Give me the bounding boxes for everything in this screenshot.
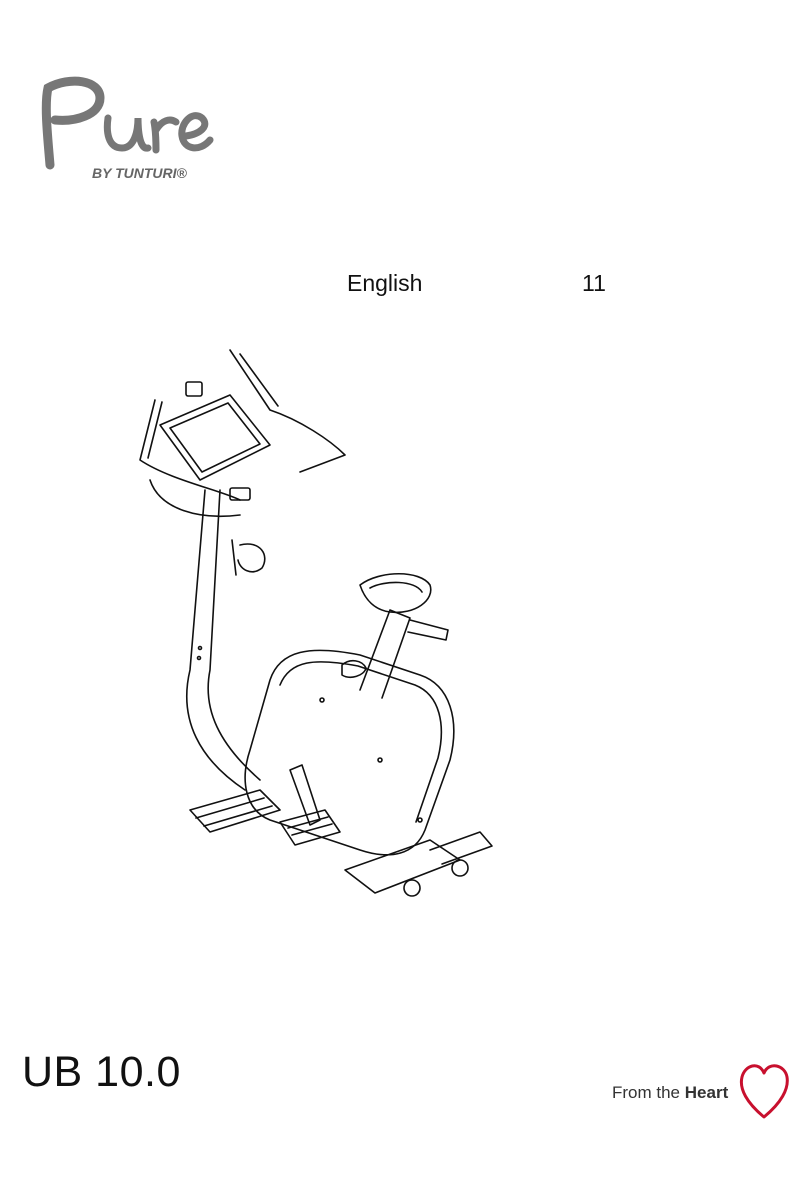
tagline: From the Heart [612, 1083, 792, 1123]
exercise-bike-icon [130, 340, 510, 940]
language-label: English [347, 270, 422, 297]
model-name: UB 10.0 [22, 1048, 181, 1097]
logo-byline: BY TUNTURI® [92, 165, 188, 181]
heart-icon [737, 1059, 792, 1121]
tagline-prefix: From the [612, 1083, 680, 1102]
tagline-strong: Heart [685, 1083, 728, 1102]
page-number: 11 [582, 270, 606, 297]
pure-logo-mark: BY TUNTURI® [30, 70, 230, 190]
tagline-text: From the Heart [612, 1083, 728, 1103]
brand-logo: BY TUNTURI® [30, 70, 230, 190]
language-row: English 11 [0, 270, 808, 300]
exercise-bike-illustration [130, 340, 510, 940]
